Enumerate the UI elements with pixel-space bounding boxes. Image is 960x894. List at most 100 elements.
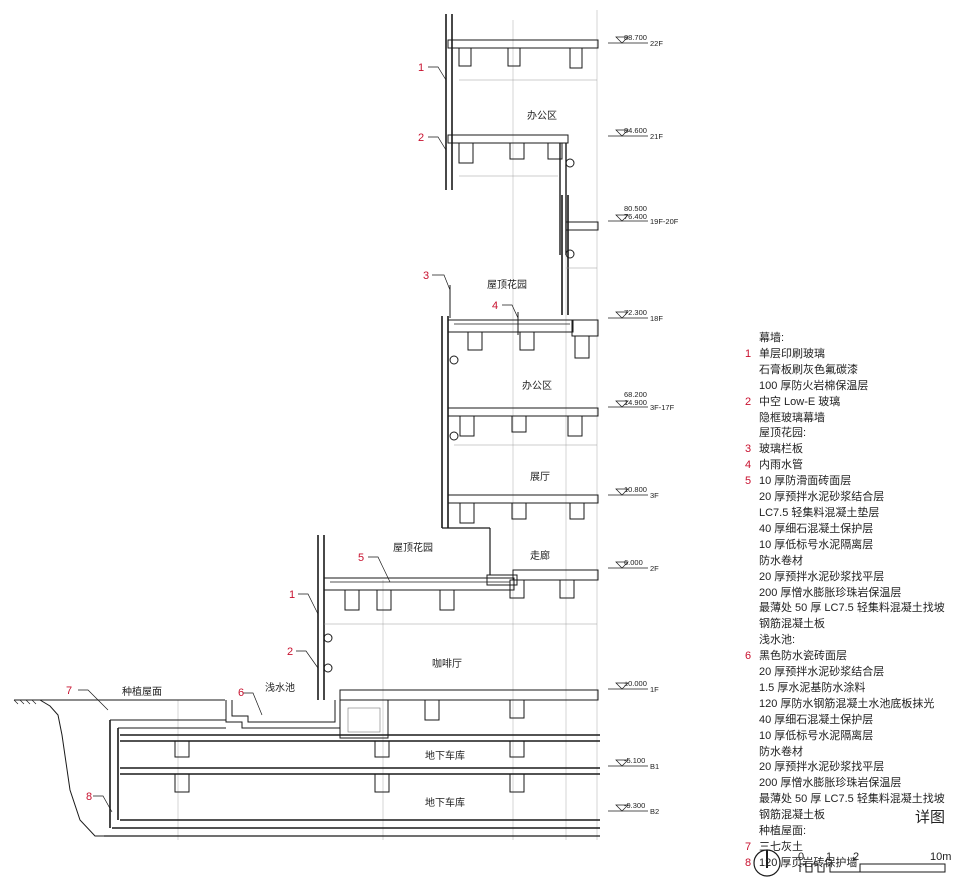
svg-text:76.400: 76.400 [624,212,647,221]
legend-number: 4 [745,459,752,472]
legend-text: 100 厚防火岩棉保温层 [759,379,869,392]
legend-row: 石膏板刷灰色氟碳漆 [745,363,955,379]
legend-row: 20 厚预拌水泥砂浆结合层 [745,665,955,681]
svg-text:8: 8 [86,791,92,803]
svg-text:4: 4 [492,300,498,312]
svg-text:19F-20F: 19F-20F [650,217,679,226]
legend-text: 单层印刷玻璃 [759,347,825,360]
legend-text: LC7.5 轻集料混凝土垫层 [759,506,880,519]
legend-row: 200 厚憎水膨胀珍珠岩保温层 [745,776,955,792]
legend-text: 10 厚低标号水泥隔离层 [759,538,874,551]
callout-numbers: 1 2 3 4 5 1 2 6 7 8 [66,62,498,803]
legend-number: 6 [745,650,752,663]
svg-text:6.000: 6.000 [624,558,643,567]
svg-text:1F: 1F [650,685,659,694]
svg-text:2: 2 [287,646,293,658]
room-label: 浅水池 [265,681,295,694]
legend-text: 内雨水管 [759,459,803,472]
legend-row: 40 厚细石混凝土保护层 [745,713,955,729]
legend-row: 40 厚细石混凝土保护层 [745,522,955,538]
legend-row: 3 玻璃栏板 [745,442,955,458]
north-arrow-icon [753,849,781,877]
legend-row: 20 厚预拌水泥砂浆结合层 [745,490,955,506]
legend-text: 20 厚预拌水泥砂浆找平层 [759,570,885,583]
legend-row: 屋顶花园: [745,426,955,442]
legend-row: 5 10 厚防滑面砖面层 [745,474,955,490]
legend-row: 20 厚预拌水泥砂浆找平层 [745,570,955,586]
legend-text: 20 厚预拌水泥砂浆结合层 [759,666,885,679]
legend-text: 200 厚憎水膨胀珍珠岩保温层 [759,586,902,599]
legend-row: LC7.5 轻集料混凝土垫层 [745,506,955,522]
svg-text:1: 1 [289,589,295,601]
legend-text: 10 厚防滑面砖面层 [759,475,852,488]
scale-bar-labels: 0 1 2 10m [798,851,951,863]
legend-row: 10 厚低标号水泥隔离层 [745,729,955,745]
legend-row: 最薄处 50 厚 LC7.5 轻集料混凝土找坡 [745,601,955,617]
room-label: 地下车库 [425,749,465,762]
legend-row: 10 厚低标号水泥隔离层 [745,538,955,554]
legend-text: 钢筋混凝土板 [759,809,825,822]
legend-row: 钢筋混凝土板 [745,617,955,633]
roof-garden-18f [447,285,599,359]
legend-text: 40 厚细石混凝土保护层 [759,522,874,535]
legend-text: 玻璃栏板 [759,443,803,456]
room-label: 走廊 [530,549,550,562]
basement [13,699,600,837]
legend-text: 石膏板刷灰色氟碳漆 [759,363,858,376]
legend-row: 防水卷材 [745,554,955,570]
legend-row: 20 厚预拌水泥砂浆找平层 [745,760,955,776]
svg-text:7: 7 [66,685,72,697]
legend-text: 幕墙: [759,332,785,344]
legend-number: 3 [745,443,752,456]
legend-row: 120 厚防水钢筋混凝土水池底板抹光 [745,697,955,713]
legend-row: 6 黑色防水瓷砖面层 [745,649,955,665]
svg-text:18F: 18F [650,314,663,323]
svg-text:2F: 2F [650,564,659,573]
legend-text: 最薄处 50 厚 LC7.5 轻集料混凝土找坡 [759,602,945,615]
legend-text: 种植屋面: [759,825,807,838]
legend-number: 5 [745,475,752,488]
room-labels: 办公区 屋顶花园 办公区 展厅 屋顶花园 走廊 咖啡厅 浅水池 种植屋面 地下车… [122,109,557,809]
office-stack [441,316,599,575]
elevation-markers [608,36,648,812]
legend-text: 三七灰土 [759,841,803,853]
ground-floor [120,689,600,742]
legend-text: 20 厚预拌水泥砂浆找平层 [759,761,885,774]
svg-text:2: 2 [418,132,424,144]
detail-title: 详图 [915,809,946,826]
legend-row: 4 内雨水管 [745,458,955,474]
legend-text: 40 厚细石混凝土保护层 [759,713,874,726]
legend-row: 种植屋面: [745,824,955,840]
room-label: 屋顶花园 [487,278,527,291]
svg-text:B2: B2 [650,807,659,816]
legend-text: 最薄处 50 厚 LC7.5 轻集料混凝土找坡 [759,793,945,806]
legend-number: 2 [745,395,752,408]
svg-text:5: 5 [358,552,364,564]
svg-text:B1: B1 [650,762,659,771]
svg-text:80.500: 80.500 [624,204,647,213]
legend-row: 最薄处 50 厚 LC7.5 轻集料混凝土找坡 [745,792,955,808]
svg-text:-9.300: -9.300 [624,801,645,810]
legend-text: 防水卷材 [759,745,803,758]
legend-text: 防水卷材 [759,554,803,567]
legend-text: 10 厚低标号水泥隔离层 [759,729,874,742]
legend-text: 黑色防水瓷砖面层 [759,650,847,663]
svg-text:1: 1 [826,851,832,863]
svg-text:2: 2 [853,851,859,863]
legend-text: 隐框玻璃幕墙 [759,411,825,424]
legend-text: 200 厚憎水膨胀珍珠岩保温层 [759,777,902,790]
svg-text:10m: 10m [930,851,951,863]
svg-text:-5.100: -5.100 [624,756,645,765]
room-label: 展厅 [530,471,550,483]
legend-row: 200 厚憎水膨胀珍珠岩保温层 [745,586,955,602]
legend-text: 屋顶花园: [759,427,807,440]
room-label: 办公区 [522,379,552,392]
legend-text: 120 厚防水钢筋混凝土水池底板抹光 [759,697,935,710]
